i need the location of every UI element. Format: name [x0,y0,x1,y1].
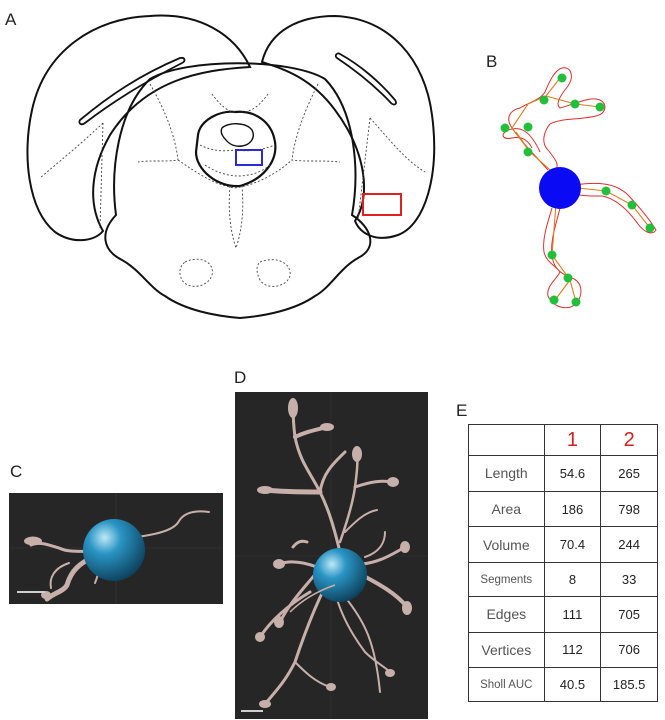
panel-label-b: B [486,52,498,71]
left-hemisphere-outline [26,14,252,242]
table-row: Segments 8 33 [468,562,658,597]
metrics-table: 1 2 Length 54.6 265 Area 186 798 Volume … [468,424,658,702]
row-label: Volume [468,526,545,564]
render-c-soma [83,519,145,581]
table-row: Area 186 798 [468,490,658,528]
row-label: Area [468,490,545,528]
value-cell: 186 [543,490,602,528]
value-cell: 244 [600,526,658,564]
render-panel-d [235,392,428,719]
soma-circle [539,167,581,209]
panel-label-c: C [10,462,23,481]
scale-bar-d [241,710,263,712]
table-row: Length 54.6 265 [468,455,658,492]
table-row: Volume 70.4 244 [468,526,658,564]
row-label: Sholl AUC [468,667,545,702]
value-cell: 54.6 [543,455,602,492]
panel-label-d: D [234,368,247,387]
row-label: Length [468,455,545,492]
right-ventricle [334,52,397,106]
value-cell: 33 [600,562,658,597]
value-cell: 40.5 [543,667,602,702]
header-cell-2: 2 [600,424,658,456]
value-cell: 706 [600,631,658,669]
render-panel-c [9,493,223,604]
panel-label-e: E [456,401,468,420]
render-c-scene [9,493,223,604]
value-cell: 265 [600,455,658,492]
trace-nodes [500,73,655,307]
value-cell: 798 [600,490,658,528]
value-cell: 112 [543,631,602,669]
roi-red-rectangle [362,193,402,216]
header-cell-1: 1 [543,424,602,456]
neuron-trace-diagram [500,67,657,309]
table-row: Vertices 112 706 [468,631,658,669]
panel-label-a: A [5,10,17,29]
value-cell: 705 [600,595,658,633]
table-header-row: 1 2 [468,424,658,456]
value-cell: 70.4 [543,526,602,564]
table-row: Edges 111 705 [468,595,658,633]
render-d-soma [313,548,367,602]
right-hemisphere-outline [260,14,436,239]
row-label: Segments [468,562,545,597]
brain-section-diagram [26,14,436,320]
brainstem-outline [104,62,372,320]
header-empty-cell [468,424,545,456]
row-label: Vertices [468,631,545,669]
central-nucleus-outline [194,110,277,188]
left-ventricle [78,56,186,126]
row-label: Edges [468,595,545,633]
table-row: Sholl AUC 40.5 185.5 [468,667,658,702]
value-cell: 185.5 [600,667,658,702]
scale-bar-c [17,591,45,593]
value-cell: 111 [543,595,602,633]
value-cell: 8 [543,562,602,597]
central-canal [220,123,254,147]
roi-blue-rectangle [235,149,263,166]
render-d-scene [235,392,428,719]
